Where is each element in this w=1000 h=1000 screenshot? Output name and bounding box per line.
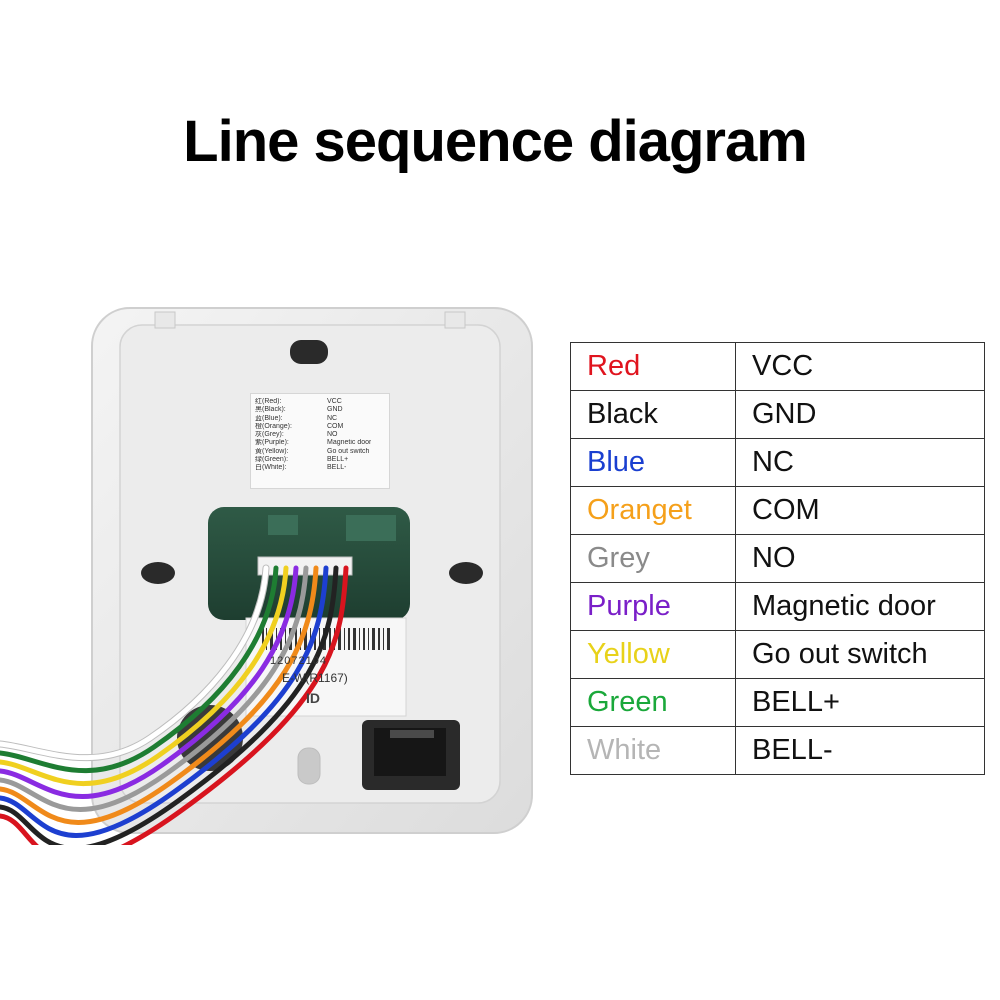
device-label-color: 灰(Grey):: [255, 431, 284, 439]
device-label-row: 黄(Yellow): Go out switch: [255, 448, 385, 456]
device-label-color: 橙(Orange):: [255, 422, 292, 430]
barcode-model: E-W(R1167): [282, 671, 348, 685]
device-label-function: NO: [327, 431, 338, 439]
device-label-color: 蓝(Blue):: [255, 414, 283, 422]
wire: [0, 565, 329, 838]
mount-hole-right: [449, 562, 483, 584]
wire-color-name: White: [570, 726, 736, 775]
device-label-color: 红(Red):: [255, 398, 282, 405]
device-label-function: BELL-: [327, 464, 347, 472]
wire-color-name: Yellow: [570, 630, 736, 679]
wire-function: NO: [735, 534, 985, 583]
wire-function: BELL+: [735, 678, 985, 727]
wire-function: VCC: [735, 342, 985, 391]
device-back-photo: [0, 307, 533, 845]
device-label-row: 绿(Green): BELL+: [255, 456, 385, 464]
device-label-function: Go out switch: [327, 447, 370, 455]
device-label-row: 蓝(Blue): NC: [255, 415, 385, 423]
wire: [0, 565, 349, 845]
device-label-color: 黄(Yellow):: [255, 447, 289, 455]
wire-color-name: Green: [570, 678, 736, 727]
device-label-function: Magnetic door: [327, 439, 372, 447]
wire-color-name: Purple: [570, 582, 736, 631]
wire: [0, 565, 309, 812]
wire-color-name: Grey: [570, 534, 736, 583]
wire: [0, 565, 269, 761]
device-label-row: 黑(Black): GND: [255, 406, 385, 414]
wire: [0, 565, 339, 845]
wire: [0, 565, 319, 825]
device-label-function: NC: [327, 414, 338, 422]
wire-function: Go out switch: [735, 630, 985, 679]
barcode-number: 12072104: [270, 655, 327, 667]
wire-bundle: [0, 564, 349, 845]
device-label-row: 白(White): BELL-: [255, 464, 385, 472]
wire-function: COM: [735, 486, 985, 535]
device-label-function: COM: [327, 422, 344, 430]
wire: [0, 565, 279, 774]
device-label-row: 灰(Grey): NO: [255, 431, 385, 439]
wire: [0, 565, 289, 786]
page-title: Line sequence diagram: [183, 109, 808, 174]
device-label-function: VCC: [327, 398, 342, 405]
wire-function: Magnetic door: [735, 582, 985, 631]
wire-color-name: Red: [570, 342, 736, 391]
device-label-row: 橙(Orange): COM: [255, 423, 385, 431]
wire: [0, 565, 299, 799]
device-label-function: GND: [327, 406, 343, 414]
device-label-row: 紫(Purple): Magnetic door: [255, 439, 385, 447]
wire-function: GND: [735, 390, 985, 439]
mount-slot: [297, 747, 321, 785]
mount-hole-top: [290, 340, 328, 364]
device-label-function: BELL+: [327, 456, 349, 464]
wire-function: BELL-: [735, 726, 985, 775]
device-label-color: 黑(Black):: [255, 406, 286, 414]
device-label-row: 红(Red): VCC: [255, 398, 385, 406]
wire-color-name: Oranget: [570, 486, 736, 535]
barcode-type: ID: [306, 690, 320, 706]
device-label-color: 紫(Purple):: [255, 439, 289, 447]
wire-color-name: Blue: [570, 438, 736, 487]
device-label-color: 白(White):: [255, 464, 287, 472]
mount-hole-left: [141, 562, 175, 584]
wire-function: NC: [735, 438, 985, 487]
wire-color-name: Black: [570, 390, 736, 439]
device-label-color: 绿(Green):: [255, 456, 289, 464]
